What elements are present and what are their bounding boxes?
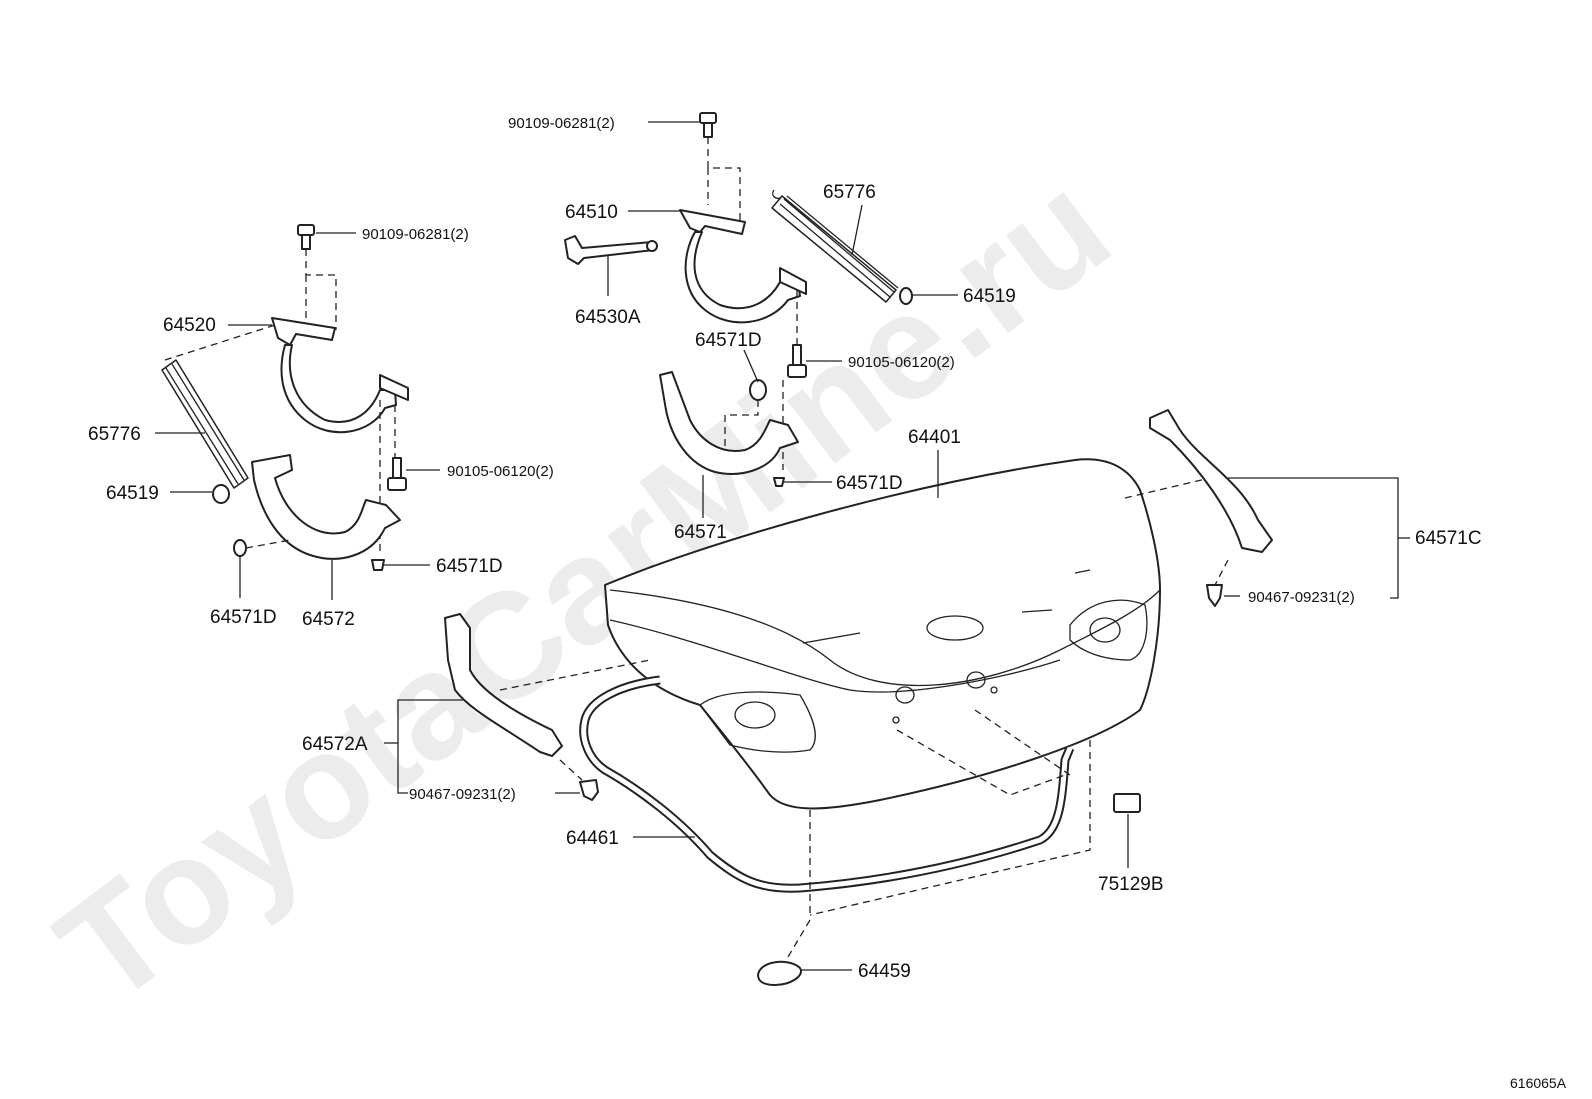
hinge-cover-l	[251, 454, 401, 560]
label-cushion-r-b: 64571D	[836, 473, 903, 494]
hinge-r	[679, 209, 807, 324]
rod-r	[564, 235, 658, 265]
label-bolt-hinge-r: 90109-06281(2)	[508, 115, 615, 132]
label-cushion-l-b: 64571D	[436, 556, 503, 577]
label-clip-l: 90467-09231(2)	[409, 786, 516, 803]
cushion-l-b	[371, 559, 385, 571]
hinge-l	[271, 317, 409, 434]
label-cushion-r-a: 64571D	[695, 330, 762, 351]
cushion-r-a	[749, 379, 767, 401]
trunk-lid	[604, 458, 1161, 810]
label-spring-clip-l: 64519	[106, 483, 159, 504]
label-bumper: 64459	[858, 961, 911, 982]
cushion-l-a	[233, 539, 247, 557]
label-hinge-r: 64510	[565, 202, 618, 223]
spring-clip-r	[899, 287, 913, 305]
bolt-cover-l	[387, 457, 407, 491]
label-side-trim-r: 64571C	[1415, 528, 1482, 549]
label-trunk-lid: 64401	[908, 427, 961, 448]
cushion-r-b	[773, 477, 785, 487]
label-bolt-hinge-l: 90109-06281(2)	[362, 226, 469, 243]
bolt-hinge-r	[699, 112, 717, 138]
label-spring-l: 65776	[88, 424, 141, 445]
label-clip-r: 90467-09231(2)	[1248, 589, 1355, 606]
plug	[1113, 793, 1141, 813]
label-bolt-cover-r: 90105-06120(2)	[848, 354, 955, 371]
clip-r	[1206, 584, 1223, 607]
spring-r	[771, 189, 899, 303]
label-rod-r: 64530A	[575, 307, 641, 328]
side-trim-l	[444, 613, 563, 757]
label-weatherstrip: 64461	[566, 828, 619, 849]
label-cushion-l-a: 64571D	[210, 607, 277, 628]
label-hinge-cover-r: 64571	[674, 522, 727, 543]
label-bolt-cover-l: 90105-06120(2)	[447, 463, 554, 480]
bolt-hinge-l	[297, 224, 315, 250]
hinge-cover-r	[659, 371, 799, 475]
spring-l	[161, 359, 249, 489]
label-spring-r: 65776	[823, 182, 876, 203]
label-hinge-l: 64520	[163, 315, 216, 336]
label-side-trim-l: 64572A	[302, 734, 368, 755]
bumper	[757, 960, 802, 986]
side-trim-r	[1149, 409, 1273, 553]
spring-clip-l	[212, 484, 230, 504]
label-hinge-cover-l: 64572	[302, 609, 355, 630]
weatherstrip	[579, 675, 1075, 893]
clip-l	[579, 779, 599, 801]
label-spring-clip-r: 64519	[963, 286, 1016, 307]
reference-code: 616065A	[1510, 1075, 1567, 1091]
label-plug: 75129B	[1098, 874, 1164, 895]
